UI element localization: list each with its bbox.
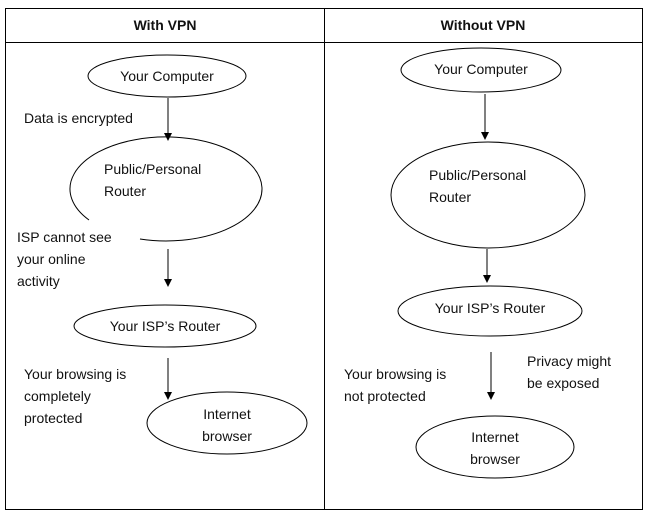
left-isp-router-node xyxy=(73,304,257,348)
right-privacy-note: Privacy might be exposed xyxy=(527,353,612,391)
left-isp-note: ISP cannot see your online activity xyxy=(17,229,112,289)
right-computer-label: Your Computer xyxy=(434,61,528,77)
left-isp-router-label: Your ISP’s Router xyxy=(109,318,221,334)
left-computer-node xyxy=(87,54,247,98)
right-browser-label: Internet browser xyxy=(470,429,520,467)
right-browser-node xyxy=(415,415,575,479)
left-encrypted-note: Data is encrypted xyxy=(24,110,133,126)
left-browsing-note: Your browsing is completely protected xyxy=(24,366,127,426)
right-isp-router-label: Your ISP’s Router xyxy=(434,300,546,316)
left-browser-label: Internet browser xyxy=(202,406,252,444)
left-browser-node xyxy=(146,391,308,455)
comparison-table: With VPN Without VPN xyxy=(5,8,643,510)
right-router-node xyxy=(390,141,586,249)
right-computer-node xyxy=(400,47,562,93)
left-router-label: Public/Personal Router xyxy=(104,161,202,199)
header-without-vpn: Without VPN xyxy=(440,17,526,33)
left-computer-label: Your Computer xyxy=(120,68,214,84)
left-router-node xyxy=(69,136,263,242)
right-browsing-note: Your browsing is not protected xyxy=(344,366,447,404)
column-divider xyxy=(324,9,325,509)
right-isp-router-node xyxy=(397,285,583,337)
right-router-label: Public/Personal Router xyxy=(429,167,527,205)
header-with-vpn: With VPN xyxy=(133,17,197,33)
